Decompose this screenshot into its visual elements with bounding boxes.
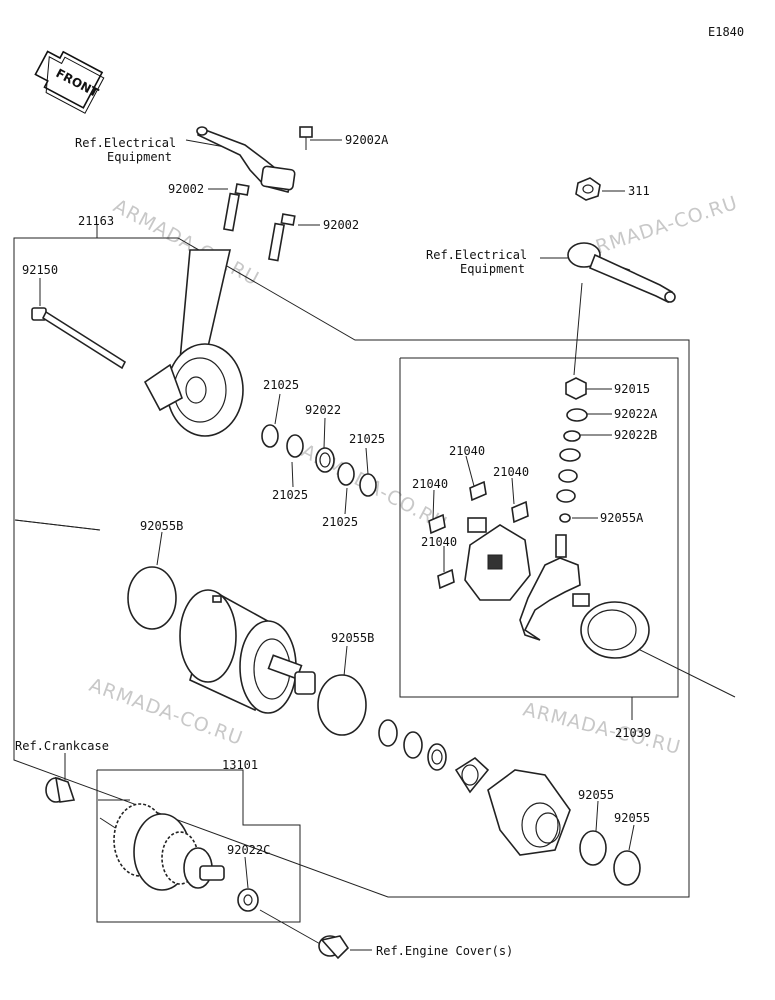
part-label-21025-1: 21025: [263, 378, 299, 392]
part-label-92015: 92015: [614, 382, 650, 396]
part-label-21025-4: 21025: [322, 515, 358, 529]
part-label-21040-1: 21040: [449, 444, 485, 458]
diagram-code: E1840: [708, 25, 744, 39]
ref-electrical-2-line2: Equipment: [460, 262, 525, 276]
reference-labels: Ref.Electrical Equipment Ref.Electrical …: [15, 136, 527, 958]
part-label-21040-2: 21040: [493, 465, 529, 479]
part-label-21039: 21039: [615, 726, 651, 740]
ref-electrical-2-line1: Ref.Electrical: [426, 248, 527, 262]
part-label-92055B-1: 92055B: [140, 519, 183, 533]
part-label-13101: 13101: [222, 758, 258, 772]
part-label-92150: 92150: [22, 263, 58, 277]
part-label-92002A: 92002A: [345, 133, 389, 147]
part-label-92022C: 92022C: [227, 843, 270, 857]
part-label-311: 311: [628, 184, 650, 198]
part-label-92055B-2: 92055B: [331, 631, 374, 645]
part-label-21040-3: 21040: [412, 477, 448, 491]
front-arrow-icon: FRONT: [34, 50, 105, 114]
part-label-21040-4: 21040: [421, 535, 457, 549]
part-label-92022: 92022: [305, 403, 341, 417]
part-labels: 92002A 92002 92002 21163 92150 311 92015…: [22, 133, 658, 857]
part-artwork: [31, 126, 676, 960]
watermark-5: ARMADA-CO.RU: [521, 699, 683, 760]
watermark-2: ARMADA-CO.RU: [580, 192, 741, 263]
part-label-92022A: 92022A: [614, 407, 658, 421]
ref-electrical-1-line2: Equipment: [107, 150, 172, 164]
part-label-92002-a: 92002: [168, 182, 204, 196]
part-label-92055-1: 92055: [578, 788, 614, 802]
part-label-21025-3: 21025: [272, 488, 308, 502]
part-label-21025-2: 21025: [349, 432, 385, 446]
ref-electrical-1-line1: Ref.Electrical: [75, 136, 176, 150]
part-label-21163: 21163: [78, 214, 114, 228]
ref-crankcase: Ref.Crankcase: [15, 739, 109, 753]
ref-engine-cover: Ref.Engine Cover(s): [376, 944, 513, 958]
part-label-92002-b: 92002: [323, 218, 359, 232]
part-label-92055-2: 92055: [614, 811, 650, 825]
part-label-92055A: 92055A: [600, 511, 644, 525]
part-label-92022B: 92022B: [614, 428, 657, 442]
